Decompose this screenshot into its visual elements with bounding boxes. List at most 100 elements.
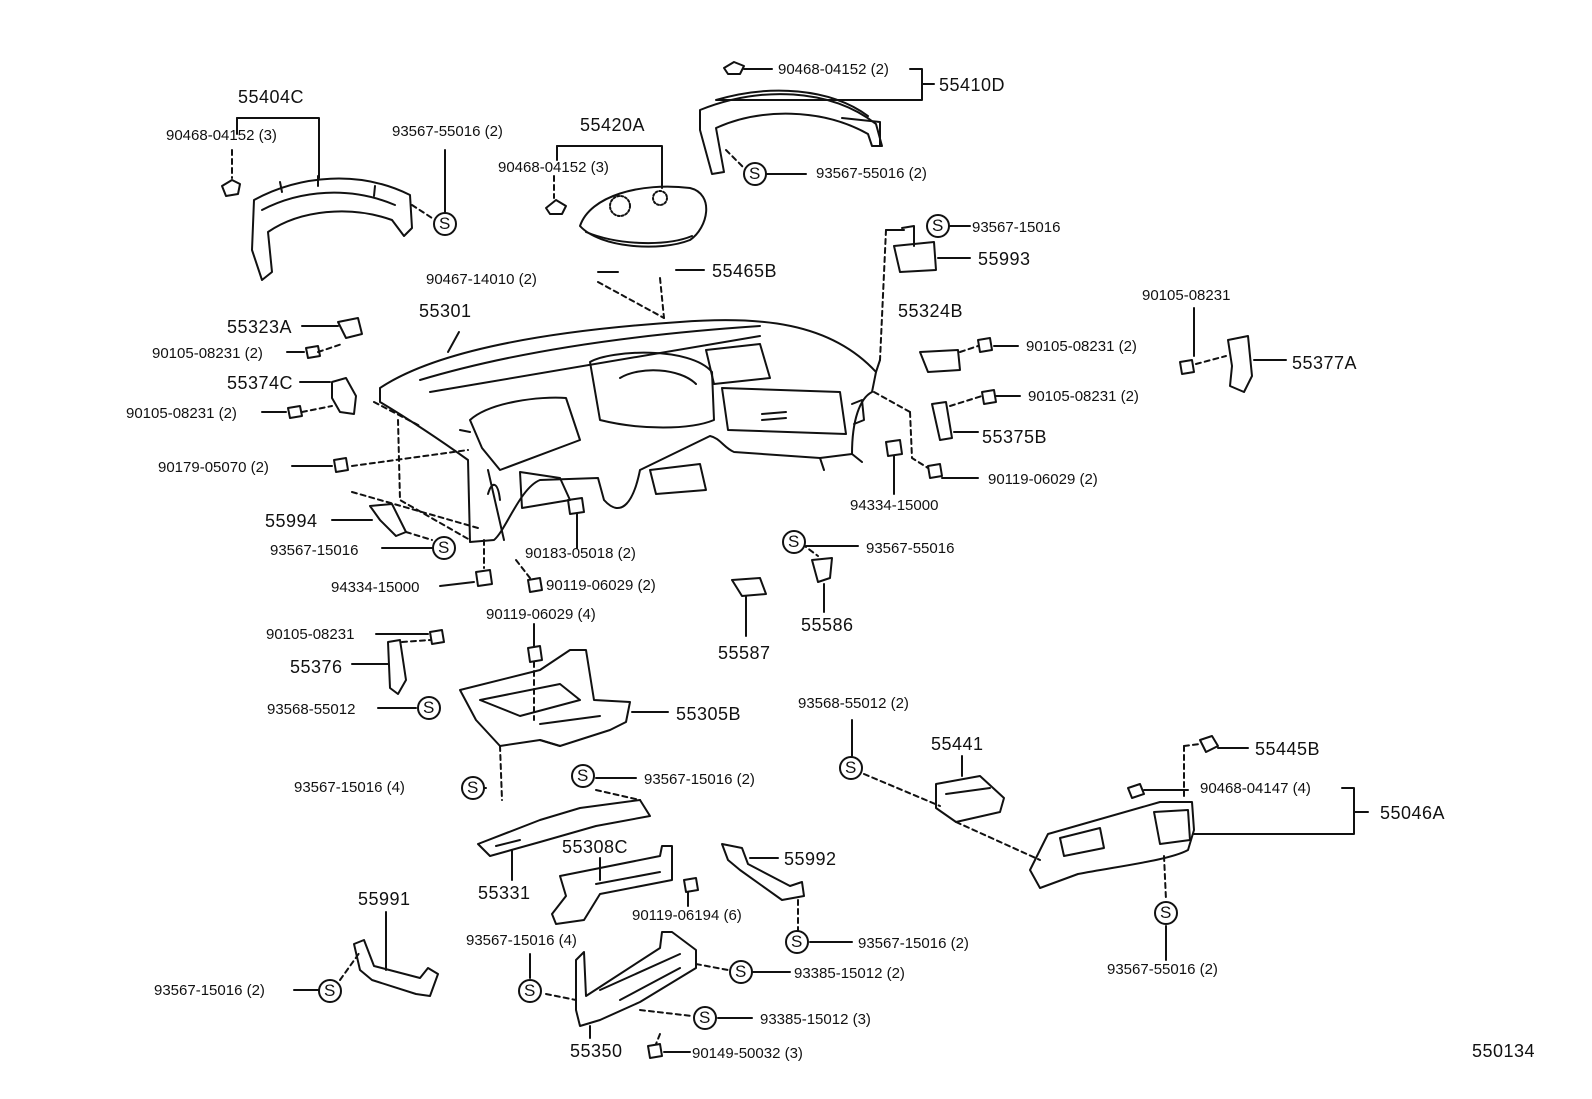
- part-55992: [721, 843, 805, 901]
- label-55323a: 55323A: [227, 317, 293, 337]
- label-55046a: 55046A: [1380, 803, 1446, 823]
- label-90119-06029-4: 90119-06029 (4): [486, 606, 596, 623]
- part-55308c: [551, 845, 673, 925]
- s-marker: S: [467, 778, 479, 797]
- clip-55445b: [1199, 735, 1219, 753]
- label-90105-08231-a: 90105-08231: [1142, 287, 1231, 304]
- label-90467-14010-2: 90467-14010 (2): [426, 271, 537, 288]
- part-55377a: [1227, 335, 1253, 393]
- label-90119-06029-2a: 90119-06029 (2): [988, 471, 1098, 488]
- label-90468-04152-2: 90468-04152 (2): [778, 61, 889, 78]
- label-93567-15016-4a: 93567-15016 (4): [294, 779, 405, 796]
- part-55350: [575, 931, 697, 1027]
- s-marker: S: [524, 981, 536, 1000]
- label-55465b: 55465B: [712, 261, 778, 281]
- part-55410d: [699, 89, 883, 175]
- label-55994: 55994: [265, 511, 318, 531]
- bolt-90149: [647, 1043, 663, 1059]
- label-55331: 55331: [478, 883, 531, 903]
- label-90149-50032-3: 90149-50032 (3): [692, 1045, 803, 1062]
- s-marker: S: [699, 1008, 711, 1027]
- s-marker: S: [439, 214, 451, 233]
- label-55445b: 55445B: [1255, 739, 1321, 759]
- clip-94334-right: [885, 439, 903, 457]
- part-55991: [353, 939, 439, 997]
- bolt-90105-far-right: [1179, 359, 1195, 375]
- label-90468-04152-3a: 90468-04152 (3): [166, 127, 277, 144]
- part-55376: [387, 639, 407, 695]
- clip-90179: [333, 457, 349, 473]
- s-marker: S: [438, 538, 450, 557]
- label-94334-15000-b: 94334-15000: [331, 579, 420, 596]
- label-90105-08231-2d: 90105-08231 (2): [1028, 388, 1139, 405]
- label-90119-06194-6: 90119-06194 (6): [632, 907, 742, 924]
- label-55587: 55587: [718, 643, 771, 663]
- label-55376: 55376: [290, 657, 343, 677]
- label-55374c: 55374C: [227, 373, 294, 393]
- label-93567-15016-4b: 93567-15016 (4): [466, 932, 577, 949]
- label-90468-04147-4: 90468-04147 (4): [1200, 780, 1311, 797]
- part-55375b: [931, 401, 953, 441]
- label-90105-08231-2a: 90105-08231 (2): [152, 345, 263, 362]
- part-55301-dashboard: [379, 319, 877, 543]
- label-93567-55016-2c: 93567-55016 (2): [1107, 961, 1218, 978]
- part-55331: [477, 799, 651, 857]
- s-marker: S: [791, 932, 803, 951]
- label-55586: 55586: [801, 615, 854, 635]
- part-55404c: [251, 175, 413, 281]
- label-93567-15016-2b: 93567-15016 (2): [858, 935, 969, 952]
- s-marker: S: [1160, 903, 1172, 922]
- s-marker: S: [749, 164, 761, 183]
- label-93568-55012-a: 93568-55012: [267, 701, 356, 718]
- bolt-90105-left-b: [287, 405, 303, 419]
- label-93385-15012-2: 93385-15012 (2): [794, 965, 905, 982]
- label-90183-05018-2: 90183-05018 (2): [525, 545, 636, 562]
- label-93567-15016-2c: 93567-15016 (2): [154, 982, 265, 999]
- label-93567-55016-2a: 93567-55016 (2): [392, 123, 503, 140]
- s-marker: S: [735, 962, 747, 981]
- label-55350: 55350: [570, 1041, 623, 1061]
- bolt-90119-06194: [683, 877, 699, 893]
- clip-90468-upper: [723, 61, 745, 75]
- part-55374c: [331, 377, 357, 415]
- clip-90468-center: [545, 199, 567, 215]
- bolt-90105-right-b: [981, 389, 997, 405]
- label-93567-15016-a: 93567-15016: [972, 219, 1061, 236]
- label-55377a: 55377A: [1292, 353, 1358, 373]
- clip-94334-left: [475, 569, 493, 587]
- bolt-90105-right-a: [977, 337, 993, 353]
- label-93567-15016-2a: 93567-15016 (2): [644, 771, 755, 788]
- s-marker: S: [932, 216, 944, 235]
- s-marker: S: [577, 766, 589, 785]
- label-93567-55016-a: 93567-55016: [866, 540, 955, 557]
- label-93568-55012-2: 93568-55012 (2): [798, 695, 909, 712]
- label-90119-06029-2b: 90119-06029 (2): [546, 577, 656, 594]
- label-90105-08231-2c: 90105-08231 (2): [1026, 338, 1137, 355]
- label-55991: 55991: [358, 889, 411, 909]
- label-90105-08231-b: 90105-08231: [266, 626, 355, 643]
- label-55404c: 55404C: [238, 87, 305, 107]
- clip-90468-right: [1127, 783, 1145, 799]
- label-93567-55016-2b: 93567-55016 (2): [816, 165, 927, 182]
- part-55993: [893, 225, 937, 273]
- diagram-id: 550134: [1472, 1041, 1536, 1061]
- part-55586: [811, 557, 833, 583]
- part-55994: [369, 503, 407, 537]
- label-55993: 55993: [978, 249, 1031, 269]
- label-55992: 55992: [784, 849, 837, 869]
- bolt-90119-center: [527, 577, 543, 593]
- part-55324b: [919, 349, 961, 373]
- part-55323a: [337, 317, 363, 339]
- label-55410d: 55410D: [939, 75, 1006, 95]
- label-55324b: 55324B: [898, 301, 964, 321]
- part-55587: [731, 577, 767, 597]
- s-marker: S: [423, 698, 435, 717]
- label-94334-15000-a: 94334-15000: [850, 497, 939, 514]
- clip-90183: [567, 497, 585, 515]
- label-55305b: 55305B: [676, 704, 742, 724]
- bolt-90105-left-a: [305, 345, 321, 359]
- bolt-90119-lower: [527, 645, 543, 663]
- s-marker: S: [788, 532, 800, 551]
